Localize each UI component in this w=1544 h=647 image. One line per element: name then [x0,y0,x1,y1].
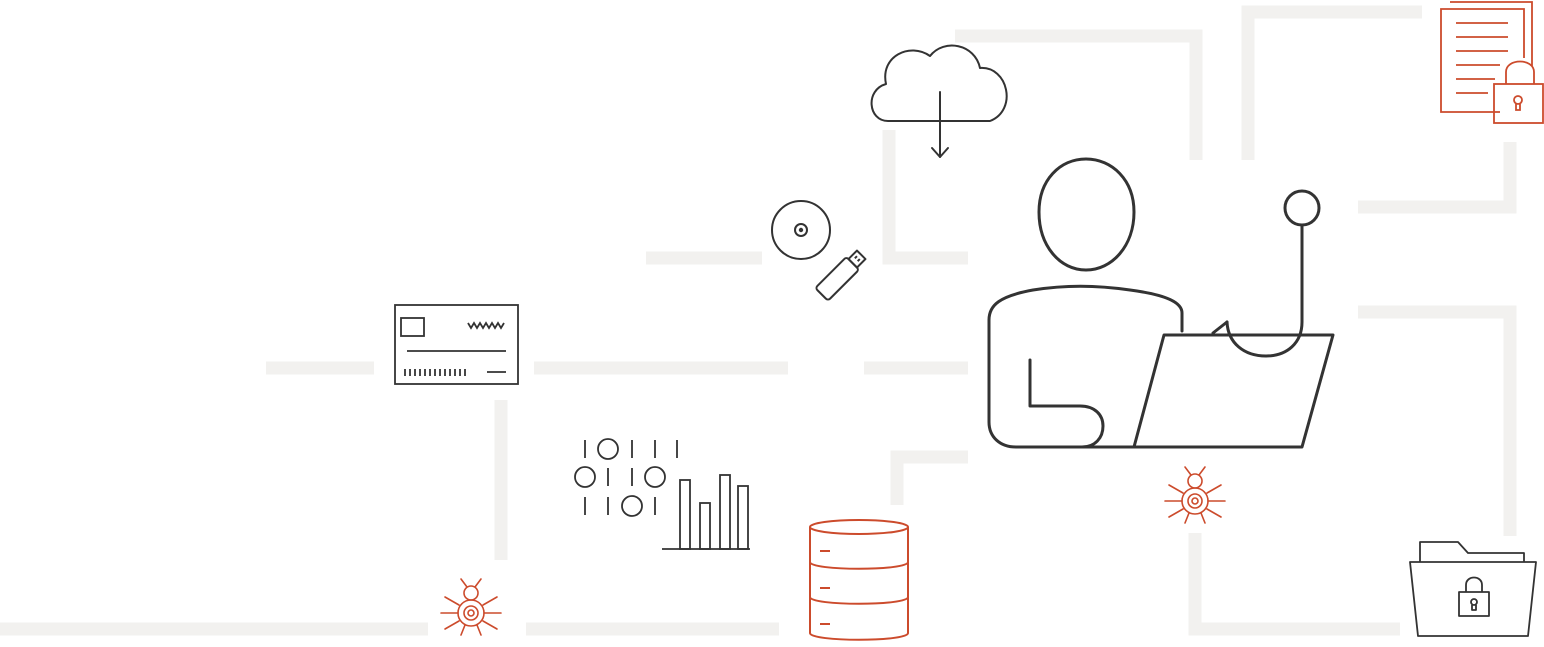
person-with-laptop-icon [987,157,1335,449]
connector-bottom-right [1188,533,1400,636]
locked-folder-icon [1409,541,1537,637]
locked-document-icon [1440,1,1544,124]
malware-bug-icon [440,578,502,636]
connector-right-lower [1358,305,1517,536]
connector-db [890,450,968,505]
connector-right [1358,142,1517,214]
laptop-screen [1132,333,1335,449]
person-head [1037,157,1136,272]
person-arm [1028,358,1105,449]
usb-drive-icon [815,249,867,301]
database-icon [809,519,909,641]
connector-lines [0,5,1517,636]
cloud-download-icon [870,44,1008,158]
phishing-hook-icon [1211,189,1321,358]
connector-top [955,29,1203,160]
connector-cloud-l [882,130,968,265]
bar-chart-icon [662,474,750,550]
disc-icon [771,200,831,260]
malware-bug-icon [1164,466,1226,524]
binary-data-icon [574,438,678,517]
connector-top-right [1241,5,1422,160]
id-card-icon [394,304,519,385]
person-body [987,284,1298,449]
